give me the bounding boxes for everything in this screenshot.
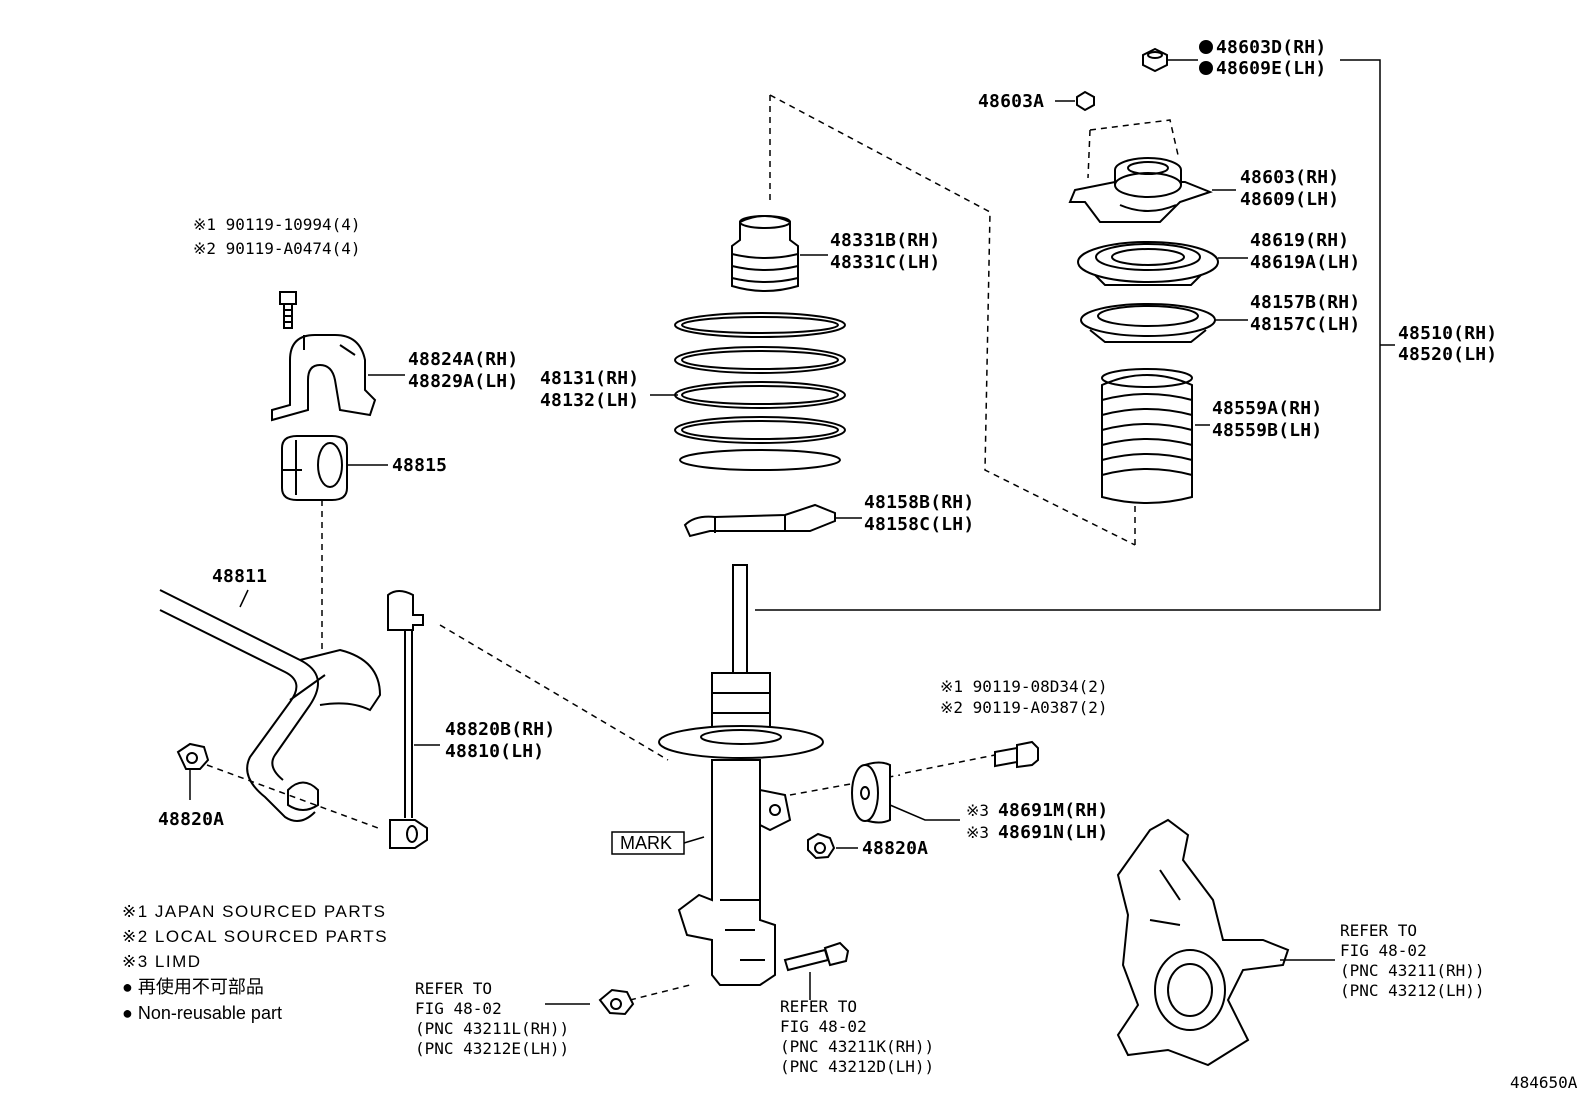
ref3-line3: (PNC 43211(RH)) <box>1340 961 1485 980</box>
leader-line <box>889 804 960 821</box>
label-boot-lh: 48559B(LH) <box>1212 420 1322 441</box>
knuckle-icon <box>1116 818 1290 1067</box>
bullet-icon <box>1199 40 1213 54</box>
label-insulator-upper-lh: 48157C(LH) <box>1250 314 1360 335</box>
label-bolt-mount-2: ※2 90119-A0474(4) <box>193 239 361 258</box>
label-link-rh: 48820B(RH) <box>445 719 555 740</box>
label-bolt-right-1: ※1 90119-08D34(2) <box>940 677 1108 696</box>
ref3-line2: FIG 48-02 <box>1340 941 1427 960</box>
mark-label: MARK <box>620 833 672 853</box>
leader-line <box>239 589 249 608</box>
label-seat-rh: 48619(RH) <box>1250 230 1349 251</box>
nut-icon <box>807 832 836 860</box>
label-nut-left: 48820A <box>158 809 224 830</box>
dashed-guide-line <box>206 764 379 829</box>
label-spring-rh: 48131(RH) <box>540 368 639 389</box>
label-stabilizer-bar: 48811 <box>212 566 267 587</box>
label-spring-lh: 48132(LH) <box>540 390 639 411</box>
note-limd: ※3 LIMD <box>122 952 202 971</box>
label-bushing: 48815 <box>392 455 447 476</box>
dashed-guide-line <box>1087 119 1179 179</box>
label-seat-lh: 48619A(LH) <box>1250 252 1360 273</box>
ref3-line1: REFER TO <box>1340 921 1417 940</box>
label-bolt-mount-1: ※1 90119-10994(4) <box>193 215 361 234</box>
label-support-lh: 48609(LH) <box>1240 189 1339 210</box>
label-nut-top-rh: 48603D(RH) <box>1216 37 1326 58</box>
nut-icon <box>598 988 635 1016</box>
upper-insulator-icon <box>1080 303 1216 343</box>
reference-block-3: REFER TO FIG 48-02 (PNC 43211(RH)) (PNC … <box>1340 921 1485 1000</box>
dashed-assembly-outline <box>769 94 1136 546</box>
lower-insulator-icon <box>683 503 836 538</box>
top-nut-icon <box>1142 47 1168 73</box>
ref1-line1: REFER TO <box>415 979 492 998</box>
leader-line <box>683 836 705 844</box>
upper-support-icon <box>1068 157 1213 223</box>
strut-icon <box>658 564 824 986</box>
label-insulator-upper-rh: 48157B(RH) <box>1250 292 1360 313</box>
ref2-line3: (PNC 43211K(RH)) <box>780 1037 934 1056</box>
mark-tag: MARK <box>611 831 705 855</box>
damper-prefix-lh: ※3 <box>966 823 989 842</box>
coil-spring-icon <box>674 312 846 471</box>
dashed-guide-line <box>629 984 691 1001</box>
label-link-lh: 48810(LH) <box>445 741 544 762</box>
label-bracket-lh: 48829A(LH) <box>408 371 518 392</box>
label-nut-center: 48820A <box>862 838 928 859</box>
label-absorber-lh: 48520(LH) <box>1398 344 1497 365</box>
bump-boot-icon <box>1101 368 1193 504</box>
label-boot-rh: 48559A(RH) <box>1212 398 1322 419</box>
label-bolt-right-2: ※2 90119-A0387(2) <box>940 698 1108 717</box>
note-local-sourced: ※2 LOCAL SOURCED PARTS <box>122 927 388 946</box>
dashed-guide-line <box>904 754 996 774</box>
label-absorber-rh: 48510(RH) <box>1398 323 1497 344</box>
label-insulator-lower-rh: 48158B(RH) <box>864 492 974 513</box>
ref1-line4: (PNC 43212E(LH)) <box>415 1039 569 1058</box>
ref3-line4: (PNC 43212(LH)) <box>1340 981 1485 1000</box>
diagram-id: 484650A <box>1510 1073 1578 1092</box>
ref1-line3: (PNC 43211L(RH)) <box>415 1019 569 1038</box>
bushing-icon <box>281 435 348 501</box>
note-non-reusable-en: ● Non-reusable part <box>122 1003 282 1023</box>
spring-seat-icon <box>1077 241 1219 286</box>
label-support-rh: 48603(RH) <box>1240 167 1339 188</box>
bump-stopper-icon <box>731 215 799 292</box>
dynamic-damper-icon <box>851 761 891 824</box>
label-bumper-lh: 48331C(LH) <box>830 252 940 273</box>
label-nut-top-lh: 48609E(LH) <box>1216 58 1326 79</box>
ref2-line4: (PNC 43212D(LH)) <box>780 1057 934 1076</box>
label-damper-lh: 48691N(LH) <box>998 822 1108 843</box>
stabilizer-bar-icon <box>159 589 382 822</box>
damper-prefix-rh: ※3 <box>966 801 989 820</box>
nut-icon <box>176 742 210 770</box>
ref2-line1: REFER TO <box>780 997 857 1016</box>
label-bracket-rh: 48824A(RH) <box>408 349 518 370</box>
small-nut-icon <box>1076 90 1095 112</box>
ref1-line2: FIG 48-02 <box>415 999 502 1018</box>
note-non-reusable-jp: ● 再使用不可部品 <box>122 977 264 997</box>
dashed-guide-line <box>439 624 669 761</box>
bolt-icon <box>279 291 297 329</box>
label-insulator-lower-lh: 48158C(LH) <box>864 514 974 535</box>
label-nut-small: 48603A <box>978 91 1044 112</box>
note-japan-sourced: ※1 JAPAN SOURCED PARTS <box>122 902 387 921</box>
label-damper-rh: 48691M(RH) <box>998 800 1108 821</box>
reference-block-1: REFER TO FIG 48-02 (PNC 43211L(RH)) (PNC… <box>415 979 569 1058</box>
absorber-bracket-line <box>755 59 1381 611</box>
bolt-icon <box>994 740 1039 769</box>
bracket-icon <box>271 334 377 422</box>
bullet-icon <box>1199 61 1213 75</box>
label-bumper-rh: 48331B(RH) <box>830 230 940 251</box>
stabilizer-link-icon <box>387 590 428 849</box>
ref2-line2: FIG 48-02 <box>780 1017 867 1036</box>
reference-block-2: REFER TO FIG 48-02 (PNC 43211K(RH)) (PNC… <box>780 997 934 1076</box>
knuckle-bolt-icon <box>783 941 850 972</box>
